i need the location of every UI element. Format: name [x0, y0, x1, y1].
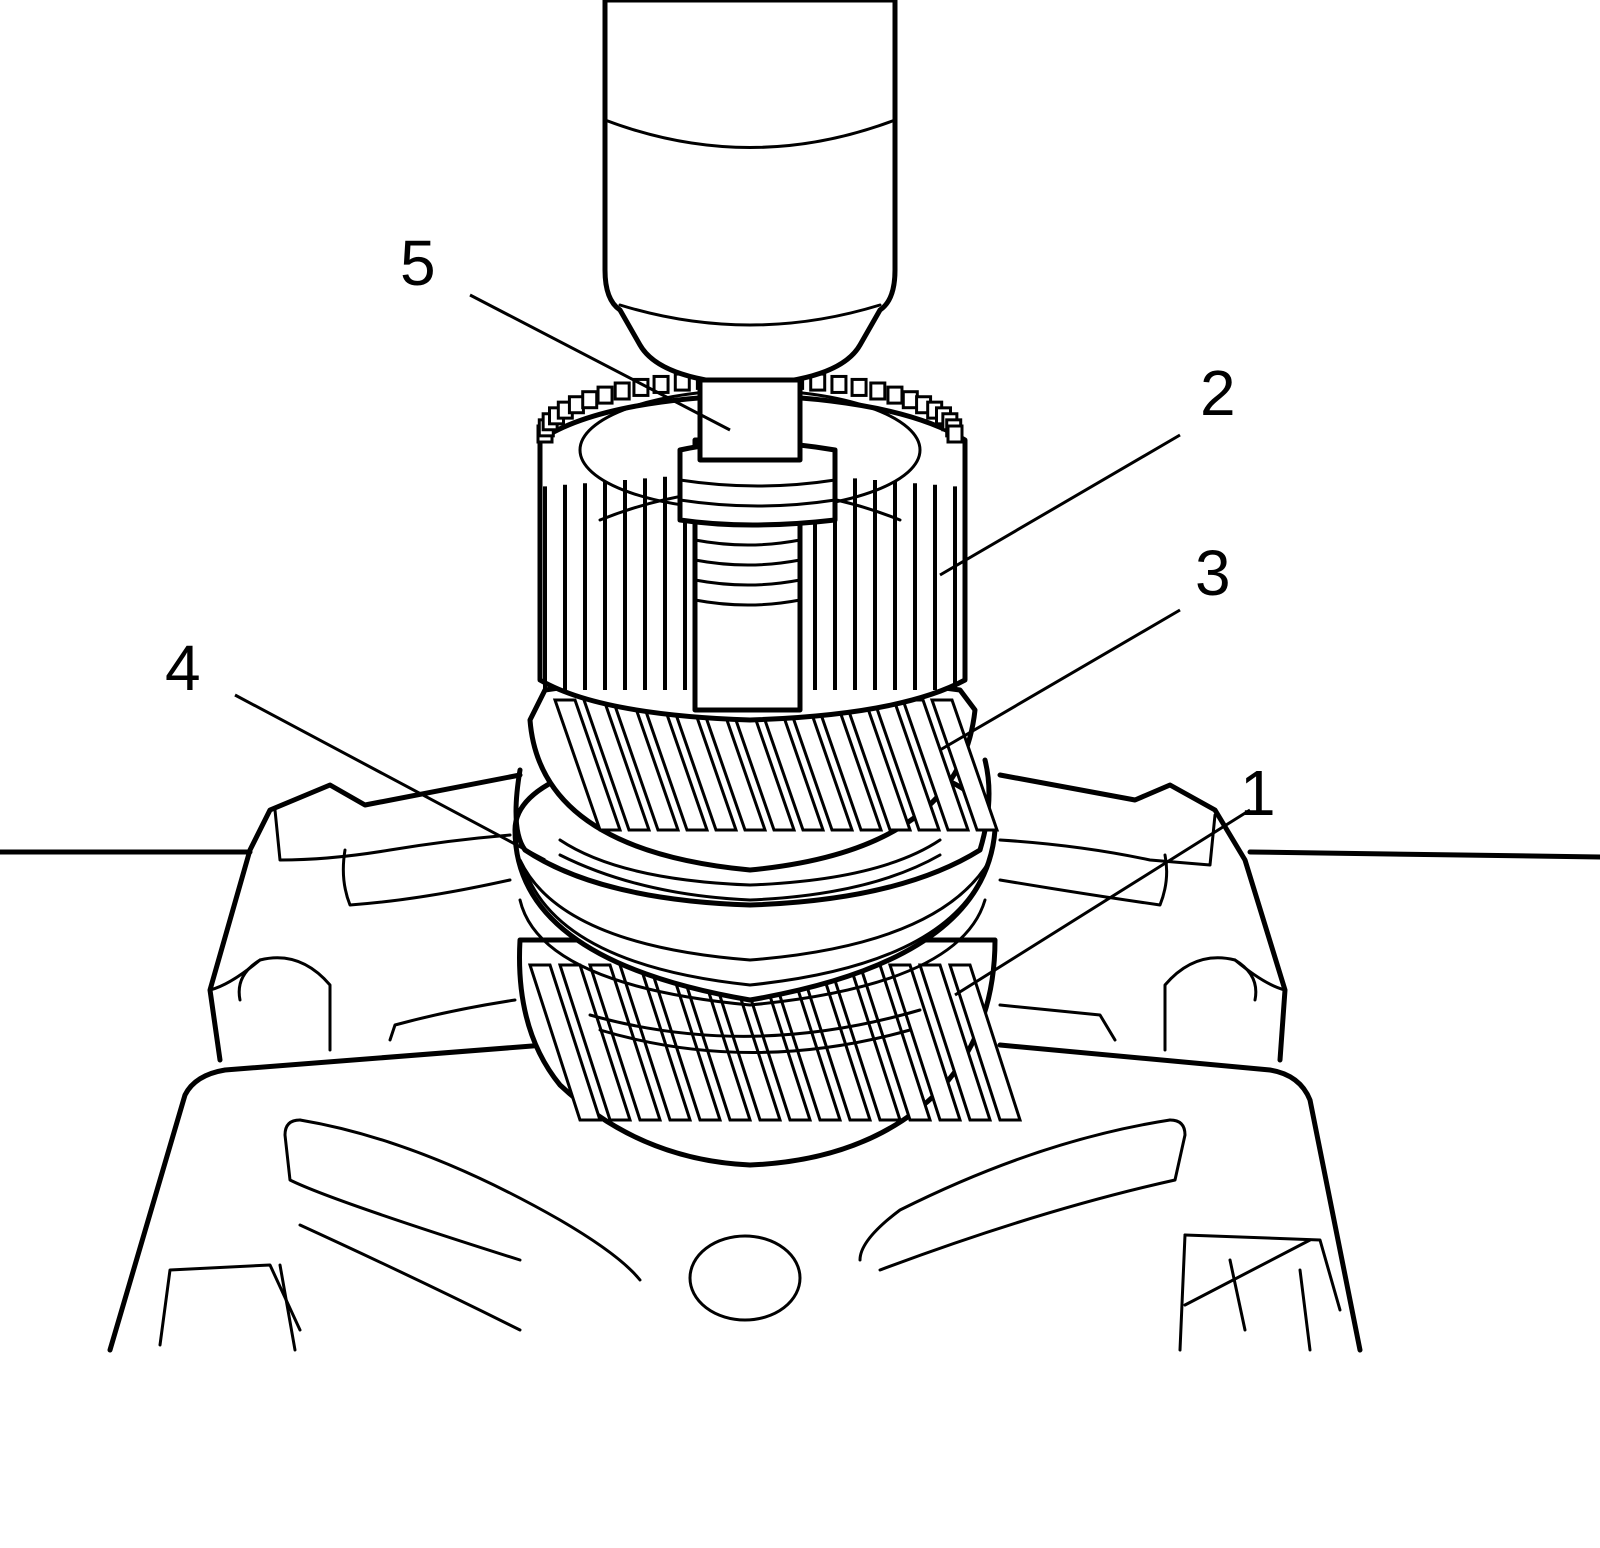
- crown-tooth: [830, 374, 848, 394]
- leader-1: [954, 808, 1251, 997]
- callout-4: 4: [165, 632, 201, 704]
- crown-tooth: [613, 381, 631, 401]
- crown-tooth: [886, 385, 904, 405]
- crown-tooth: [581, 390, 599, 410]
- housing-hole: [688, 1234, 802, 1322]
- helical-tooth: [929, 698, 1000, 832]
- helical-tooth: [887, 963, 963, 1122]
- leader-5: [469, 293, 731, 432]
- helical-tooth: [557, 963, 633, 1122]
- helical-tooth: [947, 963, 1023, 1122]
- callout-2: 2: [1200, 357, 1236, 429]
- crown-tooth: [652, 374, 670, 394]
- upper-helical-gear: [527, 672, 1000, 902]
- helical-tooth: [587, 963, 663, 1122]
- housing-lower: [107, 1042, 1363, 1353]
- callout-3: 3: [1195, 537, 1231, 609]
- leader-2: [939, 433, 1181, 577]
- callouts: 5 2 3 4 1: [165, 227, 1276, 829]
- housing-upper: [207, 772, 1288, 1063]
- crown-tooth: [946, 424, 964, 444]
- helical-tooth: [552, 698, 623, 832]
- reference-line: [0, 849, 1600, 860]
- press-tool: [602, 0, 898, 463]
- helical-tooth: [917, 963, 993, 1122]
- callout-5: 5: [400, 227, 436, 299]
- callout-1: 1: [1240, 757, 1276, 829]
- leader-4: [234, 693, 546, 862]
- leader-3: [939, 608, 1181, 752]
- crown-tooth: [596, 385, 614, 405]
- crown-tooth: [850, 377, 868, 397]
- crown-tooth: [869, 381, 887, 401]
- lower-helical-gear: [517, 937, 1023, 1168]
- helical-tooth: [527, 963, 603, 1122]
- leader-lines: [234, 293, 1251, 997]
